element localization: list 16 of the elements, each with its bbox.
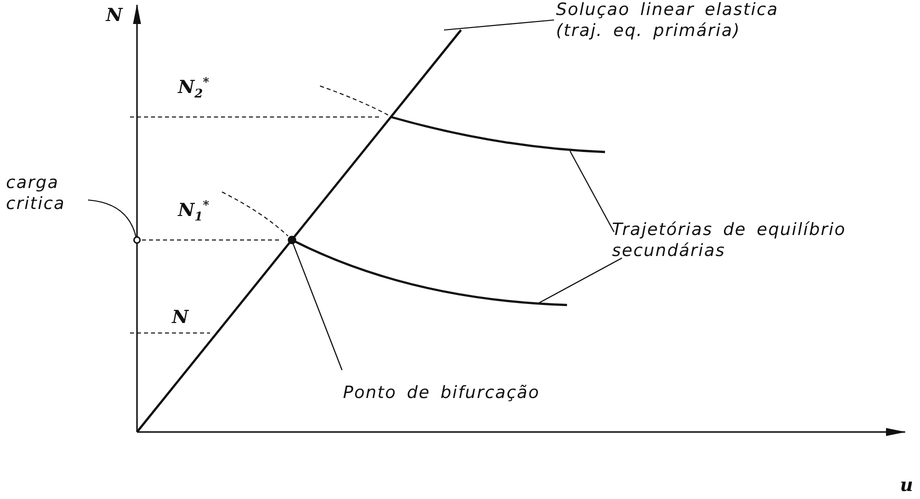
callout-label: Soluçao linear elastica (traj. eq. primária) xyxy=(556,0,806,42)
callout-label: Trajetórias de equilíbrio secundárias xyxy=(612,220,917,262)
leader-line xyxy=(292,243,343,370)
leader-line xyxy=(444,19,554,31)
secondary-curve xyxy=(320,86,606,154)
axis-label: N xyxy=(106,6,122,26)
leader-line xyxy=(88,199,137,238)
secondary-curve xyxy=(222,192,568,306)
callout-label: carga critica xyxy=(6,173,96,215)
leader-line xyxy=(570,150,614,232)
axis-label: u xyxy=(900,476,914,496)
point-marker xyxy=(133,236,141,244)
point-marker xyxy=(288,236,296,244)
level-label: N xyxy=(172,308,188,328)
leader-line xyxy=(536,258,622,304)
callout-label: Ponto de bifurcação xyxy=(343,383,603,404)
